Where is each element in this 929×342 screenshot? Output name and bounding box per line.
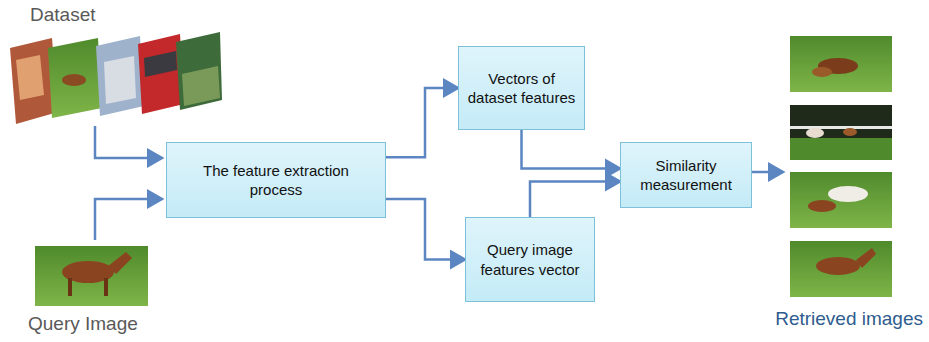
box-text: Similarity measurement (629, 156, 743, 195)
query-arrow (95, 199, 162, 240)
caption-label: Query Image (28, 313, 138, 335)
dataset-images (10, 32, 222, 124)
box-text: The feature extraction process (175, 161, 377, 200)
flow-arrow (522, 130, 621, 168)
caption-label: Retrieved images (775, 308, 923, 330)
query-image (35, 246, 148, 306)
box-text: Query image features vector (474, 240, 586, 279)
process-box: Query image features vector (465, 217, 595, 302)
flow-arrow (386, 199, 465, 260)
box-text: Vectors of dataset features (467, 69, 576, 108)
process-box: Vectors of dataset features (458, 46, 585, 130)
process-box: Similarity measurement (620, 142, 752, 208)
process-box: The feature extraction process (166, 142, 386, 218)
dataset-arrow (95, 126, 162, 158)
retrieved-images (790, 36, 892, 297)
caption-label: Dataset (30, 4, 95, 26)
input-arrows (95, 126, 783, 240)
output-arrow (752, 171, 783, 174)
flow-arrow (530, 182, 620, 217)
flow-arrow (386, 88, 458, 157)
